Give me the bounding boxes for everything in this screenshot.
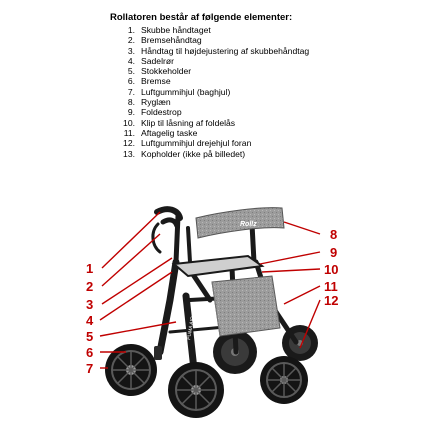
callout-numbers: 1 2 3 4 5 6 7 8 9 10 11 12 <box>86 227 338 376</box>
leader-line <box>101 257 173 305</box>
removable-bag <box>211 275 281 337</box>
rear-wheel <box>105 344 157 396</box>
list-item: 6.Bremse <box>127 76 171 87</box>
list-item: 13.Kopholder (ikke på billedet) <box>123 148 246 159</box>
leader-line <box>99 271 173 321</box>
callout-number: 12 <box>324 293 338 308</box>
list-item: 4.Sadelrør <box>127 55 174 66</box>
callout-leaders <box>99 211 321 369</box>
diagram-title: Rollatoren består af følgende elementer: <box>110 12 293 23</box>
frame-label: PUMA AIR <box>186 316 196 341</box>
parts-list: 1.Skubbe håndtaget 2.Bremsehåndtag 3.Hån… <box>114 25 309 159</box>
list-item: 7.Luftgummihjul (baghjul) <box>127 86 231 97</box>
list-item: 2.Bremsehåndtag <box>127 35 202 46</box>
list-item: 12.Luftgummihjul drejehjul foran <box>123 138 252 149</box>
callout-number: 9 <box>330 245 337 260</box>
callout-number: 7 <box>86 361 93 376</box>
list-item: 5.Stokkeholder <box>127 66 192 77</box>
callout-number: 10 <box>324 262 338 277</box>
list-item: 3.Håndtag til højdejustering af skubbehå… <box>127 45 310 56</box>
callout-number: 11 <box>324 279 338 294</box>
backrest-logo: Rollz <box>240 221 257 228</box>
front-swivel-wheel-right <box>260 356 308 404</box>
leader-line <box>259 251 321 265</box>
list-item: 9.Foldestrop <box>127 107 182 118</box>
callout-number: 8 <box>330 227 337 242</box>
leader-line <box>283 221 321 235</box>
list-item: 11.Aftagelig taske <box>123 127 198 138</box>
leader-line <box>99 321 177 337</box>
list-item: 8.Ryglæn <box>127 97 171 108</box>
backrest: Rollz <box>195 207 285 239</box>
callout-number: 1 <box>86 261 93 276</box>
list-item: 1.Skubbe håndtaget <box>127 25 211 35</box>
leader-line <box>261 268 321 273</box>
callout-number: 2 <box>86 279 93 294</box>
leader-line <box>283 285 321 305</box>
leader-line <box>299 299 321 349</box>
callout-number: 4 <box>86 313 94 328</box>
front-swivel-wheel <box>168 362 224 418</box>
brake-pad <box>154 346 162 360</box>
seat <box>171 254 265 278</box>
leader-line <box>101 233 161 287</box>
leader-line <box>101 211 161 269</box>
callout-number: 6 <box>86 345 93 360</box>
list-item: 10.Klip til låsning af foldelås <box>123 117 236 128</box>
callout-number: 3 <box>86 297 93 312</box>
callout-number: 5 <box>86 329 93 344</box>
